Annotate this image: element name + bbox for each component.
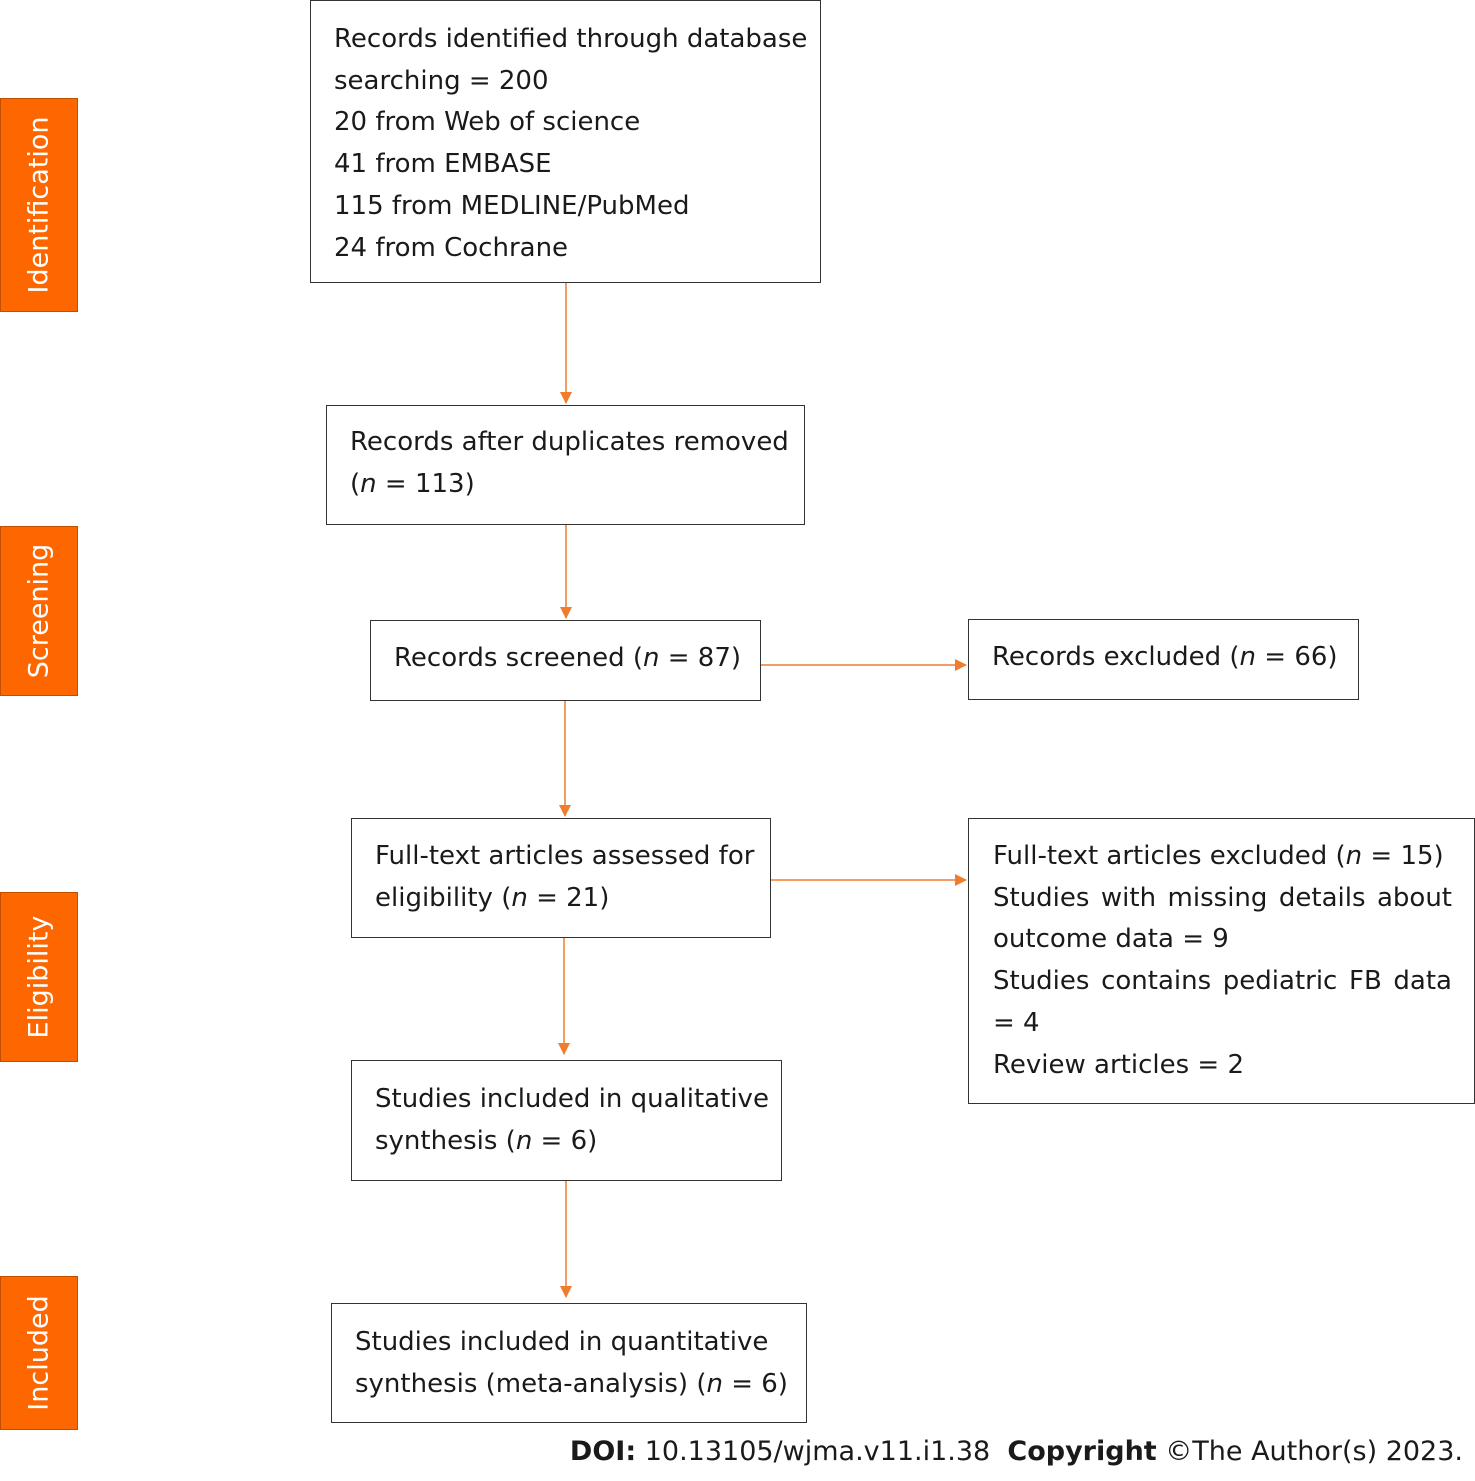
qualitative-line-1: Studies included in qualitative — [375, 1084, 769, 1114]
identified-line-6: 24 from Cochrane — [334, 232, 569, 263]
stage-included: Included — [0, 1276, 78, 1430]
box-records-identified: Records identified through database sear… — [310, 0, 821, 283]
excluded-line: Records excluded (n = 66) — [992, 642, 1338, 672]
identified-line-3: 20 from Web of science — [334, 107, 641, 138]
quantitative-line-2: synthesis (meta-analysis) (n = 6) — [355, 1368, 788, 1399]
identified-line-4: 41 from EMBASE — [334, 149, 552, 180]
fulltext-excluded-line-6: Review articles = 2 — [993, 1049, 1244, 1080]
fulltext-excluded-line-3: outcome data = 9 — [993, 924, 1229, 955]
copyright-value: ©The Author(s) 2023. — [1156, 1436, 1463, 1467]
identified-line-2: searching = 200 — [334, 65, 549, 96]
fulltext-excluded-line-4: Studies contains pediatric FB data — [993, 966, 1452, 997]
doi-value: 10.13105/wjma.v11.i1.38 — [636, 1436, 991, 1467]
copyright-label: Copyright — [1007, 1436, 1157, 1467]
box-fulltext-assessed: Full-text articles assessed for eligibil… — [351, 818, 771, 938]
doi-copyright-footer: DOI: 10.13105/wjma.v11.i1.38 Copyright ©… — [570, 1436, 1463, 1467]
duplicates-line-1: Records after duplicates removed — [350, 427, 789, 457]
fulltext-line-2: eligibility (n = 21) — [375, 882, 610, 913]
identified-line-5: 115 from MEDLINE/PubMed — [334, 190, 690, 221]
fulltext-excluded-line-2: Studies with missing details about — [993, 882, 1452, 913]
fulltext-excluded-line-5: = 4 — [993, 1007, 1040, 1038]
box-qualitative-synthesis: Studies included in qualitative synthesi… — [351, 1060, 782, 1181]
fulltext-excluded-line-1: Full-text articles excluded (n = 15) — [993, 841, 1444, 871]
qualitative-line-2: synthesis (n = 6) — [375, 1125, 598, 1156]
box-after-duplicates: Records after duplicates removed (n = 11… — [326, 405, 805, 525]
identified-line-1: Records identified through database — [334, 24, 808, 54]
box-quantitative-synthesis: Studies included in quantitative synthes… — [331, 1303, 807, 1423]
stage-identification: Identification — [0, 98, 78, 312]
stage-eligibility: Eligibility — [0, 892, 78, 1062]
quantitative-line-1: Studies included in quantitative — [355, 1327, 769, 1357]
box-records-excluded: Records excluded (n = 66) — [968, 619, 1359, 700]
box-records-screened: Records screened (n = 87) — [370, 620, 761, 701]
duplicates-line-2: (n = 113) — [350, 468, 475, 499]
doi-label: DOI: — [569, 1436, 637, 1467]
screened-line: Records screened (n = 87) — [394, 643, 742, 673]
box-fulltext-excluded: Full-text articles excluded (n = 15) Stu… — [968, 818, 1475, 1104]
stage-screening: Screening — [0, 526, 78, 696]
fulltext-line-1: Full-text articles assessed for — [375, 841, 755, 871]
